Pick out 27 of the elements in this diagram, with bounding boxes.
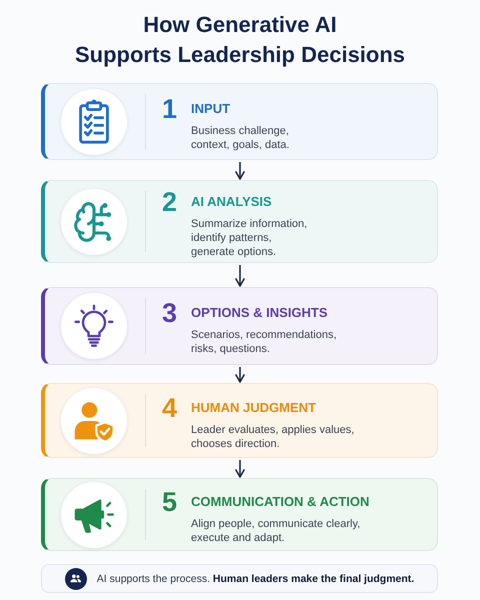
step-title: INPUT xyxy=(191,100,232,116)
arrow xyxy=(235,265,245,287)
arrow xyxy=(235,460,245,478)
step-description: Business challenge, context, goals, data. xyxy=(191,124,290,152)
step-number: 5 xyxy=(162,488,178,516)
step-number: 4 xyxy=(162,394,178,422)
title: How Generative AI Supports Leadership Decisions xyxy=(74,11,406,69)
step-title: OPTIONS & INSIGHTS xyxy=(191,305,329,321)
step-number: 1 xyxy=(162,94,178,122)
step-description: Summarize information, identify patterns, generate options. xyxy=(191,216,308,258)
footer-note: AI supports the process. Human leaders make the final judgment. xyxy=(96,572,414,586)
step-description: Align people, communicate clearly, execute and adapt. xyxy=(191,516,362,544)
step-card xyxy=(41,383,438,458)
step-number: 2 xyxy=(162,188,178,216)
step-description: Leader evaluates, applies values, chooses direction. xyxy=(191,422,354,450)
step-title: HUMAN JUDGMENT xyxy=(191,400,317,416)
arrow xyxy=(235,162,245,180)
step-title: COMMUNICATION & ACTION xyxy=(191,494,370,510)
note-box xyxy=(41,564,438,593)
arrow xyxy=(235,367,245,383)
step-card xyxy=(41,287,438,365)
step-description: Scenarios, recommendations, risks, questions. xyxy=(191,328,337,356)
step-card xyxy=(41,83,438,160)
step-number: 3 xyxy=(162,299,178,327)
step-title: AI ANALYSIS xyxy=(191,194,273,210)
step-card xyxy=(41,478,438,551)
step-card xyxy=(41,180,438,263)
